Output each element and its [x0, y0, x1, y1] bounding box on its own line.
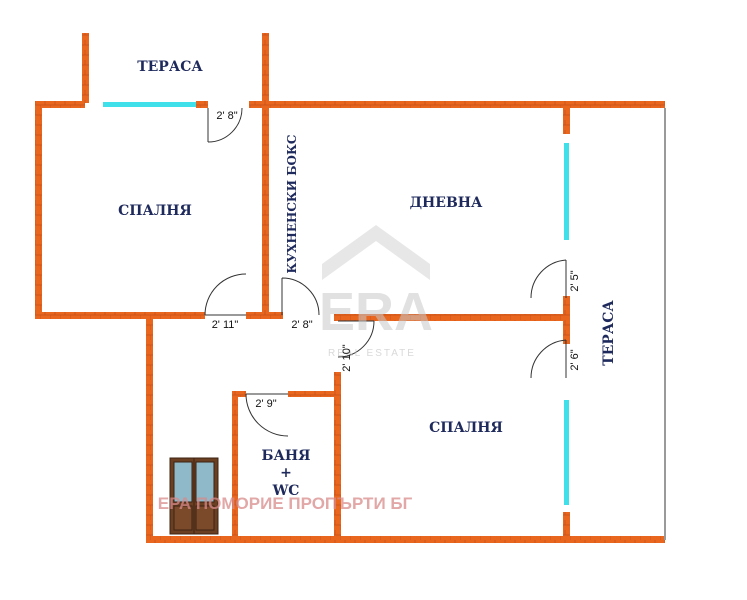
label-bedroom-bottom: СПАЛНЯ [429, 420, 503, 436]
label-terrace-top: ТЕРАСА [137, 59, 203, 75]
terrace-right-edge [664, 108, 666, 540]
door-kitchen-swing [281, 277, 320, 316]
window-living [564, 143, 569, 240]
door-bedroom-terrace-swing [530, 339, 567, 379]
dim-bedroom-left-door: 2' 11" [212, 319, 239, 331]
era-watermark: ERA REAL ESTATE [319, 225, 433, 359]
wall-top-right [249, 101, 665, 108]
watermark-logo: ERA [319, 282, 433, 342]
label-kitchen-box: КУХНЕНСКИ БОКС [285, 135, 299, 274]
label-bath-line3: WC [272, 483, 300, 499]
dim-bedroom-bottom-door: 2' 10" [341, 344, 353, 372]
label-terrace-right: ТЕРАСА [601, 300, 617, 366]
house-roof-icon [322, 225, 430, 280]
wall-right-seg2 [563, 296, 570, 344]
door-living-terrace-swing [530, 259, 567, 299]
wall-top-left [35, 101, 85, 108]
wall-bath-right [334, 372, 341, 540]
label-bedroom-left: СПАЛНЯ [118, 203, 192, 219]
watermark-sub: REAL ESTATE [328, 348, 416, 359]
walls [35, 33, 666, 543]
label-bath-line1: БАНЯ [262, 448, 311, 464]
window-bedroom [564, 400, 569, 505]
wall-bedroom-bottom-left [35, 312, 205, 319]
wall-bedroom-kitchen [262, 108, 269, 316]
door-bath-swing [245, 393, 289, 437]
wall-left [35, 101, 42, 319]
agency-watermark: ЕРА ПОМОРИЕ ПРОПЪРТИ БГ [158, 494, 413, 513]
wall-bottom [146, 536, 665, 543]
dim-living-terrace-door: 2' 5" [569, 270, 581, 291]
dim-kitchen-door: 2' 8" [291, 319, 312, 331]
door-terrace-swing [207, 107, 243, 143]
entrance-door-icon [169, 457, 219, 535]
dim-bedroom-terrace-door: 2' 6" [569, 349, 581, 370]
windows [103, 102, 569, 505]
wall-bath-top-right [288, 391, 338, 397]
dim-bath-door: 2' 9" [255, 398, 276, 410]
wall-terrace-top-left [82, 33, 89, 103]
wall-bath-top-left [232, 391, 246, 397]
dim-terrace-door: 2' 8" [216, 110, 237, 122]
doors [204, 107, 567, 437]
wall-bath-left [232, 391, 238, 539]
label-living-room: ДНЕВНА [410, 195, 483, 211]
wall-living-bedroom [334, 314, 568, 321]
wall-right-seg3 [563, 512, 570, 540]
wall-terrace-top-right [262, 33, 269, 103]
window-top [103, 102, 196, 107]
wall-hall-left [146, 316, 153, 543]
door-bedroom-left-swing [204, 273, 247, 316]
label-bath-line2: + [280, 465, 292, 481]
wall-right-seg1 [563, 108, 570, 134]
wall-top-mid [196, 101, 208, 108]
door-bedroom-bottom-swing [337, 320, 375, 358]
